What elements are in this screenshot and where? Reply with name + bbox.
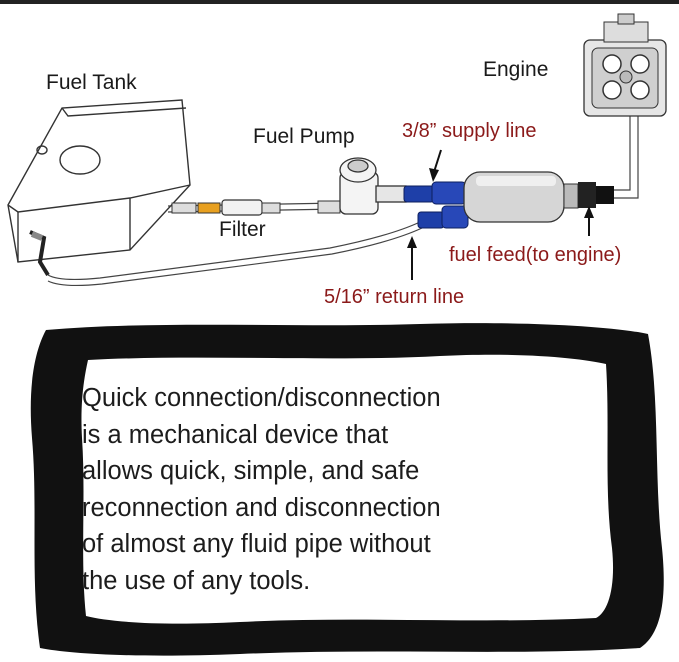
supply-connector <box>403 181 467 205</box>
engine-feed-line <box>614 110 631 191</box>
fuel-regulator-drawing <box>463 171 579 223</box>
engine-carburetor-drawing <box>583 13 667 117</box>
fuel-feed-label: fuel feed(to engine) <box>449 244 622 266</box>
supply-hose <box>167 199 341 216</box>
note-line: of almost any fluid pipe without <box>82 530 431 559</box>
note-frame <box>30 323 664 656</box>
return-connector <box>417 205 469 229</box>
note-line: is a mechanical device that <box>82 420 389 449</box>
tank-fitting <box>29 230 50 277</box>
supply-line-arrow <box>429 149 442 182</box>
fuel-pump-drawing <box>339 157 407 215</box>
engine-label: Engine <box>483 58 549 81</box>
return-line-label: 5/16” return line <box>324 286 465 308</box>
engine-feed-fitting <box>578 182 614 208</box>
return-line-arrow <box>407 236 417 280</box>
return-line-hose <box>47 221 421 281</box>
fuel-system-diagram <box>7 13 667 287</box>
fuel-pump-label: Fuel Pump <box>253 125 355 148</box>
note-line: allows quick, simple, and safe <box>82 457 420 486</box>
note-line: the use of any tools. <box>82 566 311 595</box>
note-line: reconnection and disconnection <box>82 493 441 522</box>
fuel-feed-arrow <box>584 206 594 236</box>
supply-line-label: 3/8” supply line <box>402 120 537 142</box>
filter-label: Filter <box>219 218 266 241</box>
fuel-tank-label: Fuel Tank <box>46 71 137 94</box>
quick-connect-description: Quick connection/disconnection is a mech… <box>82 380 542 600</box>
note-line: Quick connection/disconnection <box>82 384 441 412</box>
top-border <box>0 0 679 4</box>
filter-element <box>197 202 221 214</box>
fuel-tank-drawing <box>7 99 191 263</box>
